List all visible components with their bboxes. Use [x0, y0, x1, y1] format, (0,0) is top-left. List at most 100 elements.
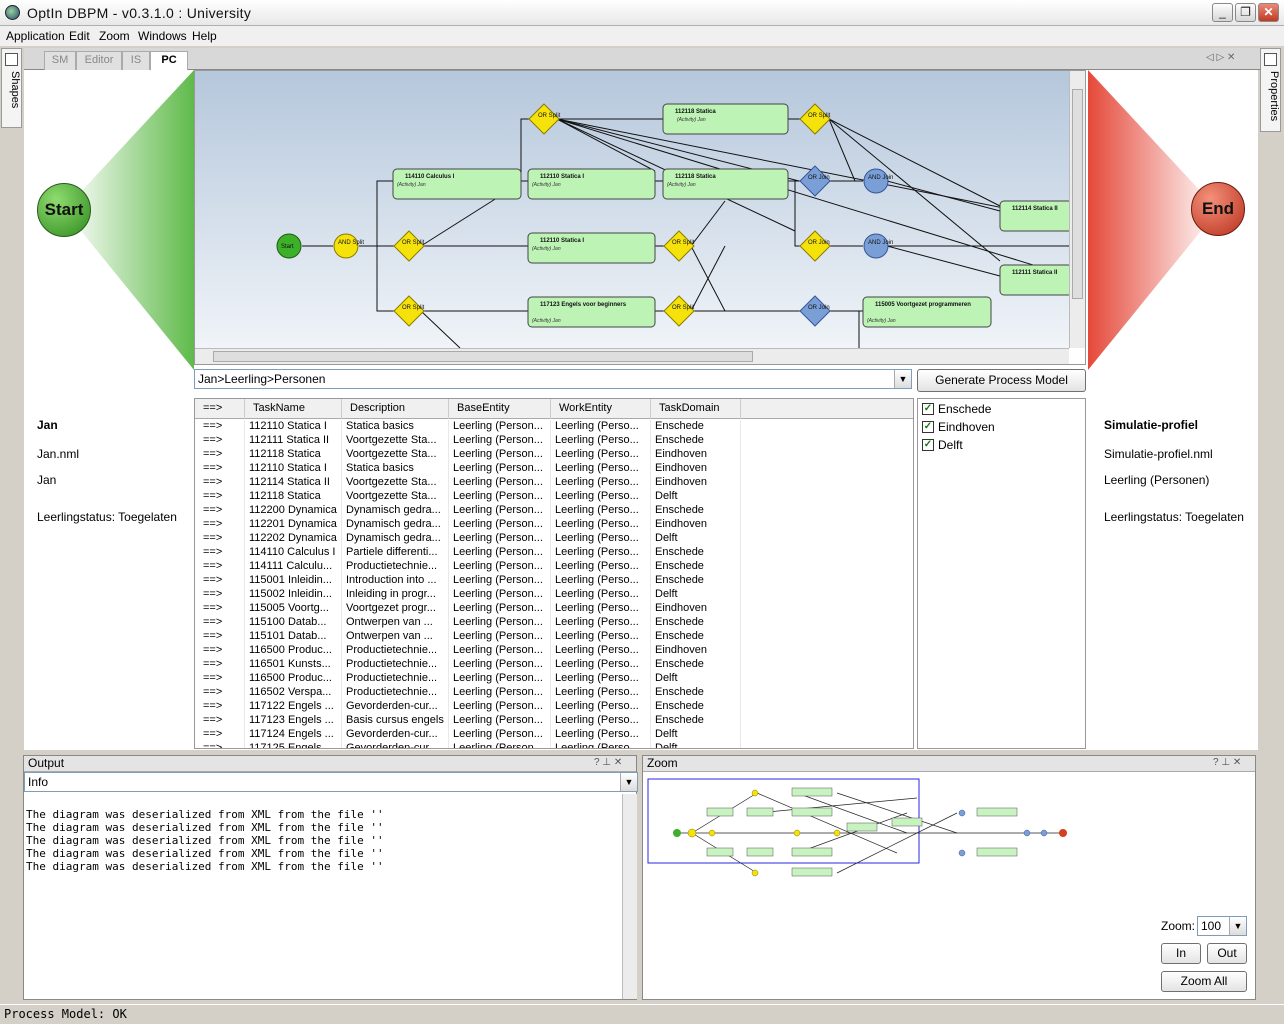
domain-checkbox-item[interactable]: ✓ Enschede: [918, 402, 1078, 418]
table-cell: ==>: [195, 560, 245, 574]
table-row[interactable]: ==>115101 Datab...Ontwerpen van ...Leerl…: [195, 630, 913, 644]
col-workentity[interactable]: WorkEntity: [551, 399, 651, 419]
table-row[interactable]: ==>116500 Produc...Productietechnie...Le…: [195, 672, 913, 686]
activity-sub: (Activity) Jan: [532, 182, 561, 188]
path-combo[interactable]: Jan>Leerling>Personen ▼: [194, 369, 912, 389]
vertical-scroll-thumb[interactable]: [1072, 89, 1083, 299]
chevron-down-icon[interactable]: ▼: [620, 773, 637, 791]
table-row[interactable]: ==>116502 Verspa...Productietechnie...Le…: [195, 686, 913, 700]
col-baseentity[interactable]: BaseEntity: [449, 399, 551, 419]
zoom-in-button[interactable]: In: [1161, 943, 1201, 964]
table-row[interactable]: ==>115100 Datab...Ontwerpen van ...Leerl…: [195, 616, 913, 630]
properties-side-tab[interactable]: Properties: [1260, 48, 1281, 132]
checkbox[interactable]: ✓: [922, 421, 934, 433]
menu-windows[interactable]: Windows: [138, 29, 187, 43]
diagram-vertical-scrollbar[interactable]: [1069, 71, 1085, 348]
table-row[interactable]: ==>116500 Produc...Productietechnie...Le…: [195, 644, 913, 658]
activity-nodes: [392, 103, 1069, 328]
chevron-down-icon[interactable]: ▼: [894, 370, 911, 388]
table-cell: Dynamisch gedra...: [342, 518, 449, 532]
maximize-button[interactable]: ❐: [1235, 3, 1256, 22]
col-taskname[interactable]: TaskName: [245, 399, 342, 419]
table-cell: Partiele differenti...: [342, 546, 449, 560]
table-cell: Leerling (Perso...: [551, 532, 651, 546]
table-cell: 112110 Statica I: [245, 420, 342, 434]
table-cell: ==>: [195, 714, 245, 728]
table-row[interactable]: ==>117124 Engels ...Gevorderden-cur...Le…: [195, 728, 913, 742]
domain-checkbox-item[interactable]: ✓Eindhoven: [918, 420, 1078, 436]
domain-label: Enschede: [938, 402, 992, 416]
tab-editor[interactable]: Editor: [76, 51, 122, 70]
table-row[interactable]: ==>115001 Inleidin...Introduction into .…: [195, 574, 913, 588]
table-cell: ==>: [195, 700, 245, 714]
col-arrow[interactable]: ==>: [195, 399, 245, 419]
table-cell: Leerling (Person...: [449, 616, 551, 630]
shapes-side-tab[interactable]: Shapes: [1, 48, 22, 128]
table-row[interactable]: ==>116501 Kunsts...Productietechnie...Le…: [195, 658, 913, 672]
activity-title: 117123 Engels voor beginners: [540, 302, 627, 308]
panel-controls-icon[interactable]: ? ⊥ ✕: [1213, 757, 1242, 768]
menu-edit[interactable]: Edit: [69, 29, 90, 43]
panel-controls-icon[interactable]: ? ⊥ ✕: [594, 757, 623, 768]
table-cell: Eindhoven: [651, 462, 741, 476]
col-description[interactable]: Description: [342, 399, 449, 419]
activity-sub: (Activity) Jan: [532, 318, 561, 324]
table-row[interactable]: ==>117122 Engels ...Gevorderden-cur...Le…: [195, 700, 913, 714]
process-diagram[interactable]: Start AND Split OR Split OR Split OR Spl…: [195, 71, 1069, 348]
menu-help[interactable]: Help: [192, 29, 217, 43]
diagram-horizontal-scrollbar[interactable]: [195, 348, 1069, 364]
gateway-label: AND Split: [338, 240, 364, 246]
chevron-down-icon[interactable]: ▼: [1229, 917, 1246, 935]
table-cell: Leerling (Person...: [449, 532, 551, 546]
end-node[interactable]: End: [1191, 182, 1245, 236]
table-cell: 117124 Engels ...: [245, 728, 342, 742]
horizontal-scroll-thumb[interactable]: [213, 351, 753, 362]
table-row[interactable]: ==>115002 Inleidin...Inleiding in progr.…: [195, 588, 913, 602]
output-category-combo[interactable]: Info ▼: [24, 772, 638, 792]
properties-tab-label: Properties: [1268, 71, 1280, 122]
col-taskdomain[interactable]: TaskDomain: [651, 399, 741, 419]
tab-sm[interactable]: SM: [44, 51, 76, 70]
table-cell: ==>: [195, 630, 245, 644]
zoom-level-combo[interactable]: 100 ▼: [1197, 916, 1247, 936]
minimize-button[interactable]: _: [1212, 3, 1233, 22]
table-cell: 115100 Datab...: [245, 616, 342, 630]
zoom-overview[interactable]: [647, 778, 1077, 878]
zoom-all-button[interactable]: Zoom All: [1161, 971, 1247, 992]
tab-pc[interactable]: PC: [150, 51, 188, 71]
table-cell: Enschede: [651, 700, 741, 714]
table-row[interactable]: ==>114111 Calculu...Productietechnie...L…: [195, 560, 913, 574]
start-node[interactable]: Start: [37, 183, 91, 237]
table-row[interactable]: ==>117125 Engels ...Gevorderden-cur...Le…: [195, 742, 913, 748]
tab-is[interactable]: IS: [122, 51, 150, 70]
table-row[interactable]: ==>115005 Voortg...Voortgezet progr...Le…: [195, 602, 913, 616]
menu-zoom[interactable]: Zoom: [99, 29, 130, 43]
generate-process-model-button[interactable]: Generate Process Model: [917, 369, 1086, 392]
table-cell: Leerling (Perso...: [551, 742, 651, 748]
viewport-rect[interactable]: [647, 778, 920, 864]
output-scrollbar[interactable]: [622, 794, 637, 999]
table-cell: Leerling (Perso...: [551, 518, 651, 532]
output-category-value: Info: [28, 775, 49, 789]
checkbox[interactable]: ✓: [922, 439, 934, 451]
menu-application[interactable]: Application: [6, 29, 65, 43]
table-cell: Leerling (Perso...: [551, 644, 651, 658]
tab-nav-icons[interactable]: ◁ ▷ ✕: [1206, 52, 1236, 63]
table-cell: Dynamisch gedra...: [342, 532, 449, 546]
domain-checkbox-item[interactable]: ✓Delft: [918, 438, 1078, 454]
table-cell: Leerling (Perso...: [551, 420, 651, 434]
close-button[interactable]: ✕: [1258, 3, 1279, 22]
checkbox[interactable]: ✓: [922, 403, 934, 415]
zoom-out-button[interactable]: Out: [1207, 943, 1247, 964]
